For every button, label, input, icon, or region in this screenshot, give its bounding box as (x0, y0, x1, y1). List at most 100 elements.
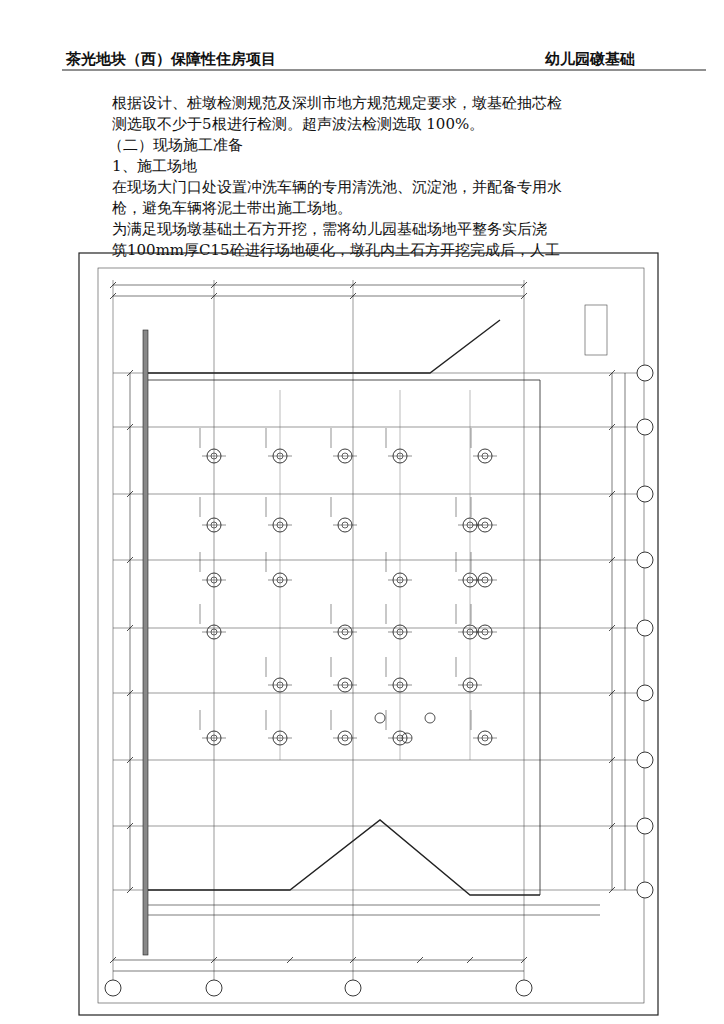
dimension-tick (127, 424, 133, 430)
pile-axis (473, 738, 497, 739)
dimension-tick (609, 823, 615, 829)
axis-bubble (637, 365, 653, 381)
pile-axis (473, 632, 497, 633)
site-line (148, 905, 600, 906)
pile-axis (388, 580, 412, 581)
axis-bubble (637, 882, 653, 898)
body-text: 1、施工场地 (112, 157, 197, 175)
dimension-tick (521, 957, 527, 963)
axis-bubble (637, 552, 653, 568)
grid-line (400, 390, 401, 760)
body-text: 根据设计、桩墩检测规范及深圳市地方规范规定要求，墩基砼抽芯检 (112, 94, 562, 112)
dimension-tick (467, 957, 473, 963)
dimension-tick (609, 370, 615, 376)
grid-line (113, 494, 638, 495)
grid-line (524, 280, 525, 980)
header-rule (62, 69, 706, 70)
dimension-tick (417, 957, 423, 963)
dimension-tick (211, 957, 217, 963)
pile-axis (473, 525, 497, 526)
body-text: 筑100mm厚C15砼进行场地硬化，墩孔内土石方开挖完成后，人工 (112, 241, 560, 259)
leader-line (200, 710, 201, 730)
grid-line (470, 390, 471, 760)
leader-line (456, 552, 457, 572)
body-text: 在现场大门口处设置冲洗车辆的专用清洗池、沉淀池，并配备专用水 (112, 178, 562, 196)
pile-axis (458, 685, 482, 686)
pile-axis (333, 738, 357, 739)
axis-bubble (637, 818, 653, 834)
dimension-tick (127, 370, 133, 376)
pile-axis (202, 738, 226, 739)
leader-line (266, 552, 267, 572)
dimension-line (612, 373, 613, 890)
pile-axis (333, 685, 357, 686)
foundation-plan (79, 253, 658, 1015)
site-line (148, 915, 600, 916)
grid-line (113, 560, 638, 561)
axis-bubble (206, 980, 222, 996)
title-block (585, 305, 607, 355)
dimension-tick (609, 887, 615, 893)
building-outline (148, 320, 500, 373)
pile-axis (268, 738, 292, 739)
pile-axis (202, 580, 226, 581)
grid-line (113, 826, 638, 827)
grid-line (113, 427, 638, 428)
leader-line (331, 710, 332, 730)
building-outline (540, 380, 541, 895)
dimension-line (113, 296, 524, 297)
grid-line (113, 628, 638, 629)
dimension-tick (211, 282, 217, 288)
leader-line (200, 552, 201, 572)
dimension-tick (127, 757, 133, 763)
pile-axis (388, 685, 412, 686)
dimension-tick (127, 887, 133, 893)
pile-axis (388, 738, 412, 739)
body-text: （二）现场施工准备 (108, 136, 243, 154)
dimension-tick (127, 690, 133, 696)
leader-line (331, 497, 332, 517)
inner-frame (98, 268, 644, 1003)
building-outline (148, 820, 540, 895)
leader-line (386, 657, 387, 677)
dimension-tick (350, 957, 356, 963)
axis-bubble (637, 752, 653, 768)
leader-line (386, 428, 387, 448)
leader-line (471, 497, 472, 517)
pile-axis (268, 580, 292, 581)
pile-axis (202, 632, 226, 633)
body-text: 枪，避免车辆将泥土带出施工场地。 (112, 199, 352, 217)
dimension-tick (609, 690, 615, 696)
leader-line (331, 657, 332, 677)
leader-line (456, 497, 457, 517)
leader-line (456, 604, 457, 624)
leader-line (266, 710, 267, 730)
dimension-tick (110, 957, 116, 963)
grid-line (280, 390, 281, 760)
dimension-line (130, 373, 131, 890)
leader-line (200, 428, 201, 448)
dimension-tick (609, 757, 615, 763)
pile-axis (333, 525, 357, 526)
pile-axis (388, 632, 412, 633)
pile-axis (202, 525, 226, 526)
leader-line (471, 710, 472, 730)
grid-line (214, 280, 215, 980)
dimension-tick (609, 625, 615, 631)
pile-axis (268, 456, 292, 457)
dimension-line (113, 971, 524, 972)
dimension-tick (127, 625, 133, 631)
leader-line (266, 497, 267, 517)
pile-axis (202, 456, 226, 457)
axis-bubble (345, 980, 361, 996)
leader-line (471, 552, 472, 572)
grid-line (353, 280, 354, 980)
leader-line (386, 552, 387, 572)
pile-axis (473, 580, 497, 581)
axis-bubble (637, 486, 653, 502)
dimension-tick (350, 282, 356, 288)
leader-line (266, 428, 267, 448)
building-outline (148, 380, 540, 381)
page-header: 幼儿园礅基础 (545, 50, 635, 68)
